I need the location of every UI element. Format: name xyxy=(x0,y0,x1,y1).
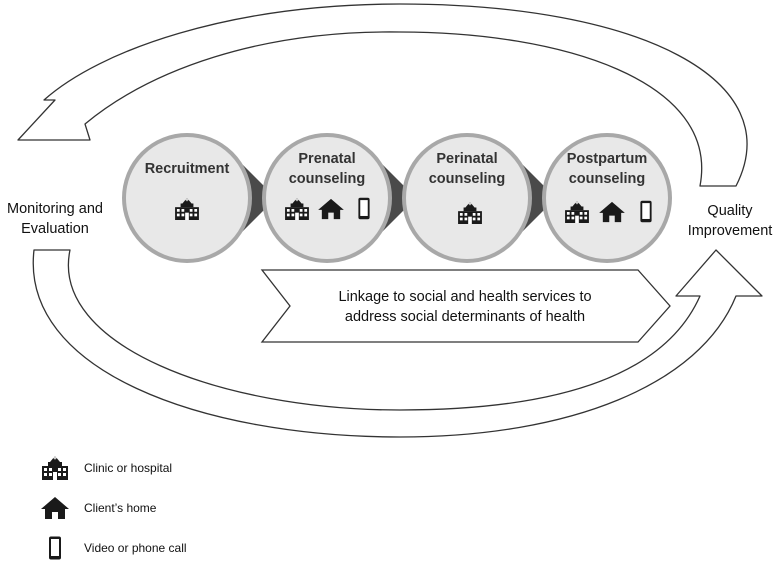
linkage-line-2: address social determinants of health xyxy=(344,309,586,325)
stage-2-label-line-2: counseling xyxy=(288,171,366,187)
stage-label-prenatal: Prenatal counseling xyxy=(267,149,387,189)
stage-4-label-line-2: counseling xyxy=(568,171,646,187)
stage-3-label-line-2: counseling xyxy=(428,171,506,187)
linkage-line-1: Linkage to social and health services to xyxy=(338,289,592,305)
stage-4-label-line-1: Postpartum xyxy=(566,151,648,167)
quality-improvement-line-2: Improvement xyxy=(687,223,773,239)
phone-icon xyxy=(358,197,370,220)
top-cycle-arrow xyxy=(17,3,748,187)
stage-label-perinatal: Perinatal counseling xyxy=(407,149,527,189)
monitoring-evaluation-label: Monitoring and Evaluation xyxy=(0,199,110,239)
quality-improvement-label: Quality Improvement xyxy=(682,201,778,241)
stage-2-label-line-1: Prenatal xyxy=(298,151,356,167)
bottom-cycle-arrow xyxy=(32,249,763,438)
quality-improvement-line-1: Quality xyxy=(707,203,753,219)
home-icon xyxy=(40,495,70,521)
monitoring-evaluation-line-1: Monitoring and xyxy=(7,201,103,217)
linkage-arrow xyxy=(260,269,671,343)
linkage-text: Linkage to social and health services to… xyxy=(290,287,640,327)
clinic-icon xyxy=(40,455,70,481)
stage-circles xyxy=(122,133,672,263)
monitoring-evaluation-line-2: Evaluation xyxy=(21,221,89,237)
legend-item-clinic: Clinic or hospital xyxy=(40,455,172,481)
stage-circle-2 xyxy=(262,133,392,263)
phone-icon xyxy=(40,535,70,561)
legend-item-phone: Video or phone call xyxy=(40,535,187,561)
legend-label-phone: Video or phone call xyxy=(84,541,187,555)
stage-label-recruitment: Recruitment xyxy=(127,159,247,179)
stage-3-label-line-1: Perinatal xyxy=(436,151,498,167)
phone-icon xyxy=(640,200,652,223)
stage-circle-4 xyxy=(542,133,672,263)
stage-label-postpartum: Postpartum counseling xyxy=(547,149,667,189)
stage-circle-3 xyxy=(402,133,532,263)
stage-1-label: Recruitment xyxy=(144,161,230,177)
legend-label-clinic: Clinic or hospital xyxy=(84,461,173,475)
legend-item-home: Client’s home xyxy=(40,495,156,521)
legend-label-home: Client’s home xyxy=(84,501,157,515)
